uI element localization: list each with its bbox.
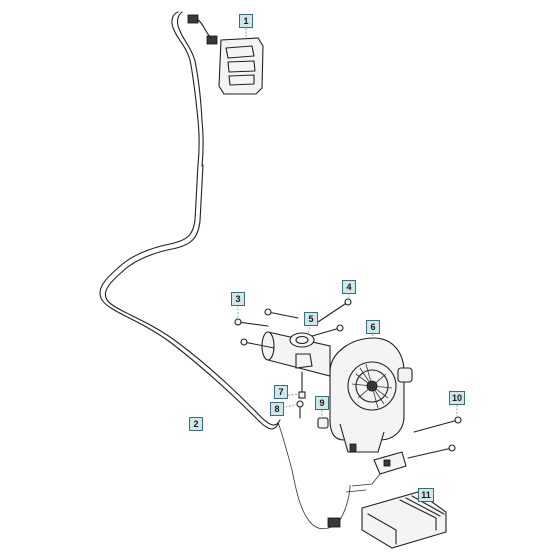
callout-3[interactable]: 3	[231, 292, 245, 306]
screws-3-4[interactable]	[234, 298, 352, 349]
callout-10[interactable]: 10	[449, 391, 465, 405]
callout-2[interactable]: 2	[189, 417, 203, 431]
part-2-cable[interactable]	[99, 163, 351, 530]
part-5-shaft-assembly[interactable]	[261, 331, 331, 377]
part-9-clip[interactable]	[317, 417, 329, 429]
callout-9[interactable]: 9	[315, 396, 329, 410]
part-11-control-unit[interactable]	[345, 473, 447, 549]
callout-6[interactable]: 6	[366, 320, 380, 334]
callout-4[interactable]: 4	[342, 280, 356, 294]
callout-5[interactable]: 5	[304, 312, 318, 326]
callout-1[interactable]: 1	[239, 14, 253, 28]
part-10-screws[interactable]	[373, 416, 462, 475]
parts-7-8-pin-and-bolt[interactable]	[296, 371, 306, 419]
callout-7[interactable]: 7	[274, 385, 288, 399]
part-6-stator-housing[interactable]	[329, 337, 413, 453]
callout-11[interactable]: 11	[418, 488, 434, 502]
callout-8[interactable]: 8	[270, 402, 284, 416]
part-1-handle-switch[interactable]	[171, 11, 264, 167]
